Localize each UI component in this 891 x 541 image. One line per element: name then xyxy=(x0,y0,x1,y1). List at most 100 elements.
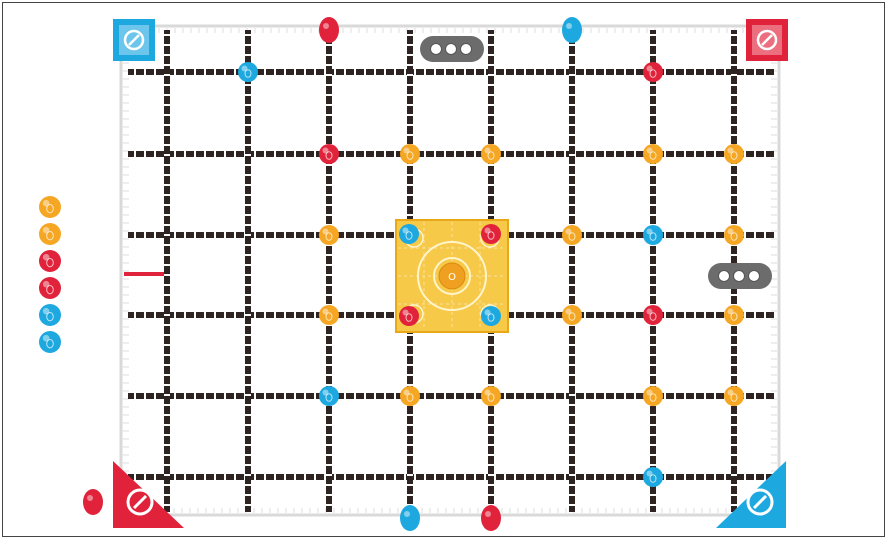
edge-piece-red-4[interactable] xyxy=(481,505,501,531)
side-piece-blue-6-body xyxy=(39,331,61,353)
field-piece-blue-21-shine xyxy=(647,471,653,477)
center-piece-blue-tl[interactable] xyxy=(399,224,419,244)
field-piece-yellow-13[interactable] xyxy=(643,386,663,406)
side-piece-red-4[interactable] xyxy=(39,277,61,299)
field-piece-yellow-2[interactable] xyxy=(481,144,501,164)
edge-piece-shine xyxy=(87,495,93,501)
field-piece-blue-20[interactable] xyxy=(319,386,339,406)
center-piece-red-tr[interactable] xyxy=(481,224,501,244)
side-piece-blue-6-shine xyxy=(43,335,50,342)
goal-stand-right[interactable] xyxy=(708,263,772,289)
edge-piece-blue-3[interactable] xyxy=(400,505,420,531)
field-piece-yellow-14[interactable] xyxy=(724,386,744,406)
field-piece-yellow-11-shine xyxy=(728,229,734,235)
field-piece-yellow-8[interactable] xyxy=(481,386,501,406)
center-piece-blue-br[interactable] xyxy=(481,306,501,326)
field-piece-red-15-shine xyxy=(647,66,653,72)
grid-col-line-3 xyxy=(326,30,332,512)
field-piece-red-17[interactable] xyxy=(643,305,663,325)
field-piece-yellow-13-body xyxy=(643,386,663,406)
edge-piece-shine xyxy=(485,511,491,517)
field-piece-yellow-13-shine xyxy=(647,390,653,396)
edge-piece-red-5[interactable] xyxy=(83,489,103,515)
center-piece-red-tr-body xyxy=(481,224,501,244)
center-goal-symbol: O xyxy=(448,272,456,283)
field-piece-yellow-5-body xyxy=(319,305,339,325)
grid-row-line-6 xyxy=(128,474,774,480)
field-piece-yellow-9-body xyxy=(643,144,663,164)
corner-zone-tr[interactable] xyxy=(746,19,788,61)
field-piece-yellow-8-shine xyxy=(485,390,491,396)
field-piece-yellow-12[interactable] xyxy=(724,305,744,325)
field-piece-red-16[interactable] xyxy=(319,144,339,164)
field-piece-blue-19-shine xyxy=(647,229,653,235)
goal-stand-hole xyxy=(461,44,472,55)
red-start-line xyxy=(124,272,164,276)
field-piece-blue-20-body xyxy=(319,386,339,406)
field-piece-yellow-11-body xyxy=(724,225,744,245)
center-piece-blue-tl-body xyxy=(399,224,419,244)
field-piece-red-16-shine xyxy=(323,148,329,154)
side-piece-blue-5[interactable] xyxy=(39,304,61,326)
edge-piece-body xyxy=(400,505,420,531)
goal-stand-hole xyxy=(719,271,730,282)
side-piece-red-3[interactable] xyxy=(39,250,61,272)
side-piece-yellow-2-body xyxy=(39,223,61,245)
grid-col-line-6 xyxy=(569,30,575,512)
field-piece-yellow-5-shine xyxy=(323,309,329,315)
field-piece-yellow-7[interactable] xyxy=(400,386,420,406)
side-piece-yellow-2[interactable] xyxy=(39,223,61,245)
field-piece-yellow-4-shine xyxy=(566,229,572,235)
field-piece-yellow-6[interactable] xyxy=(562,305,582,325)
grid-col-line-1 xyxy=(164,30,170,512)
grid-row-line-2 xyxy=(128,151,774,157)
edge-piece-red-1[interactable] xyxy=(319,17,339,43)
field-piece-blue-21[interactable] xyxy=(643,467,663,487)
center-piece-red-bl-shine xyxy=(403,310,409,316)
goal-stand-hole xyxy=(734,271,745,282)
side-pieces xyxy=(39,196,61,353)
center-piece-red-tr-shine xyxy=(485,228,491,234)
field-piece-red-17-body xyxy=(643,305,663,325)
center-piece-red-bl[interactable] xyxy=(399,306,419,326)
field-piece-yellow-2-shine xyxy=(485,148,491,154)
field-piece-yellow-3[interactable] xyxy=(319,225,339,245)
field-piece-red-15-body xyxy=(643,62,663,82)
field-piece-yellow-7-shine xyxy=(404,390,410,396)
side-piece-yellow-1-body xyxy=(39,196,61,218)
field-piece-blue-18[interactable] xyxy=(238,62,258,82)
edge-piece-blue-2[interactable] xyxy=(562,17,582,43)
field-piece-yellow-3-shine xyxy=(323,229,329,235)
center-piece-blue-tl-shine xyxy=(403,228,409,234)
field-piece-yellow-11[interactable] xyxy=(724,225,744,245)
edge-piece-shine xyxy=(404,511,410,517)
side-piece-blue-6[interactable] xyxy=(39,331,61,353)
field-piece-blue-18-body xyxy=(238,62,258,82)
edge-piece-shine xyxy=(566,23,572,29)
side-piece-yellow-2-shine xyxy=(43,227,50,234)
field-piece-yellow-4[interactable] xyxy=(562,225,582,245)
field-piece-yellow-1[interactable] xyxy=(400,144,420,164)
side-piece-red-3-shine xyxy=(43,254,50,261)
goal-stand-hole xyxy=(749,271,760,282)
field-piece-yellow-10-shine xyxy=(728,148,734,154)
field-piece-yellow-10[interactable] xyxy=(724,144,744,164)
field-piece-blue-21-body xyxy=(643,467,663,487)
field-piece-yellow-9[interactable] xyxy=(643,144,663,164)
field-piece-yellow-12-body xyxy=(724,305,744,325)
edge-piece-shine xyxy=(323,23,329,29)
field-piece-yellow-6-shine xyxy=(566,309,572,315)
edge-piece-body xyxy=(562,17,582,43)
field-piece-blue-20-shine xyxy=(323,390,329,396)
goal-stand-hole xyxy=(446,44,457,55)
field-piece-red-15[interactable] xyxy=(643,62,663,82)
goal-stand-top[interactable] xyxy=(420,36,484,62)
side-piece-yellow-1[interactable] xyxy=(39,196,61,218)
field-piece-yellow-8-body xyxy=(481,386,501,406)
field-piece-blue-19[interactable] xyxy=(643,225,663,245)
field-piece-yellow-1-body xyxy=(400,144,420,164)
edge-piece-body xyxy=(83,489,103,515)
field-piece-yellow-5[interactable] xyxy=(319,305,339,325)
corner-zone-tl[interactable] xyxy=(113,19,155,61)
